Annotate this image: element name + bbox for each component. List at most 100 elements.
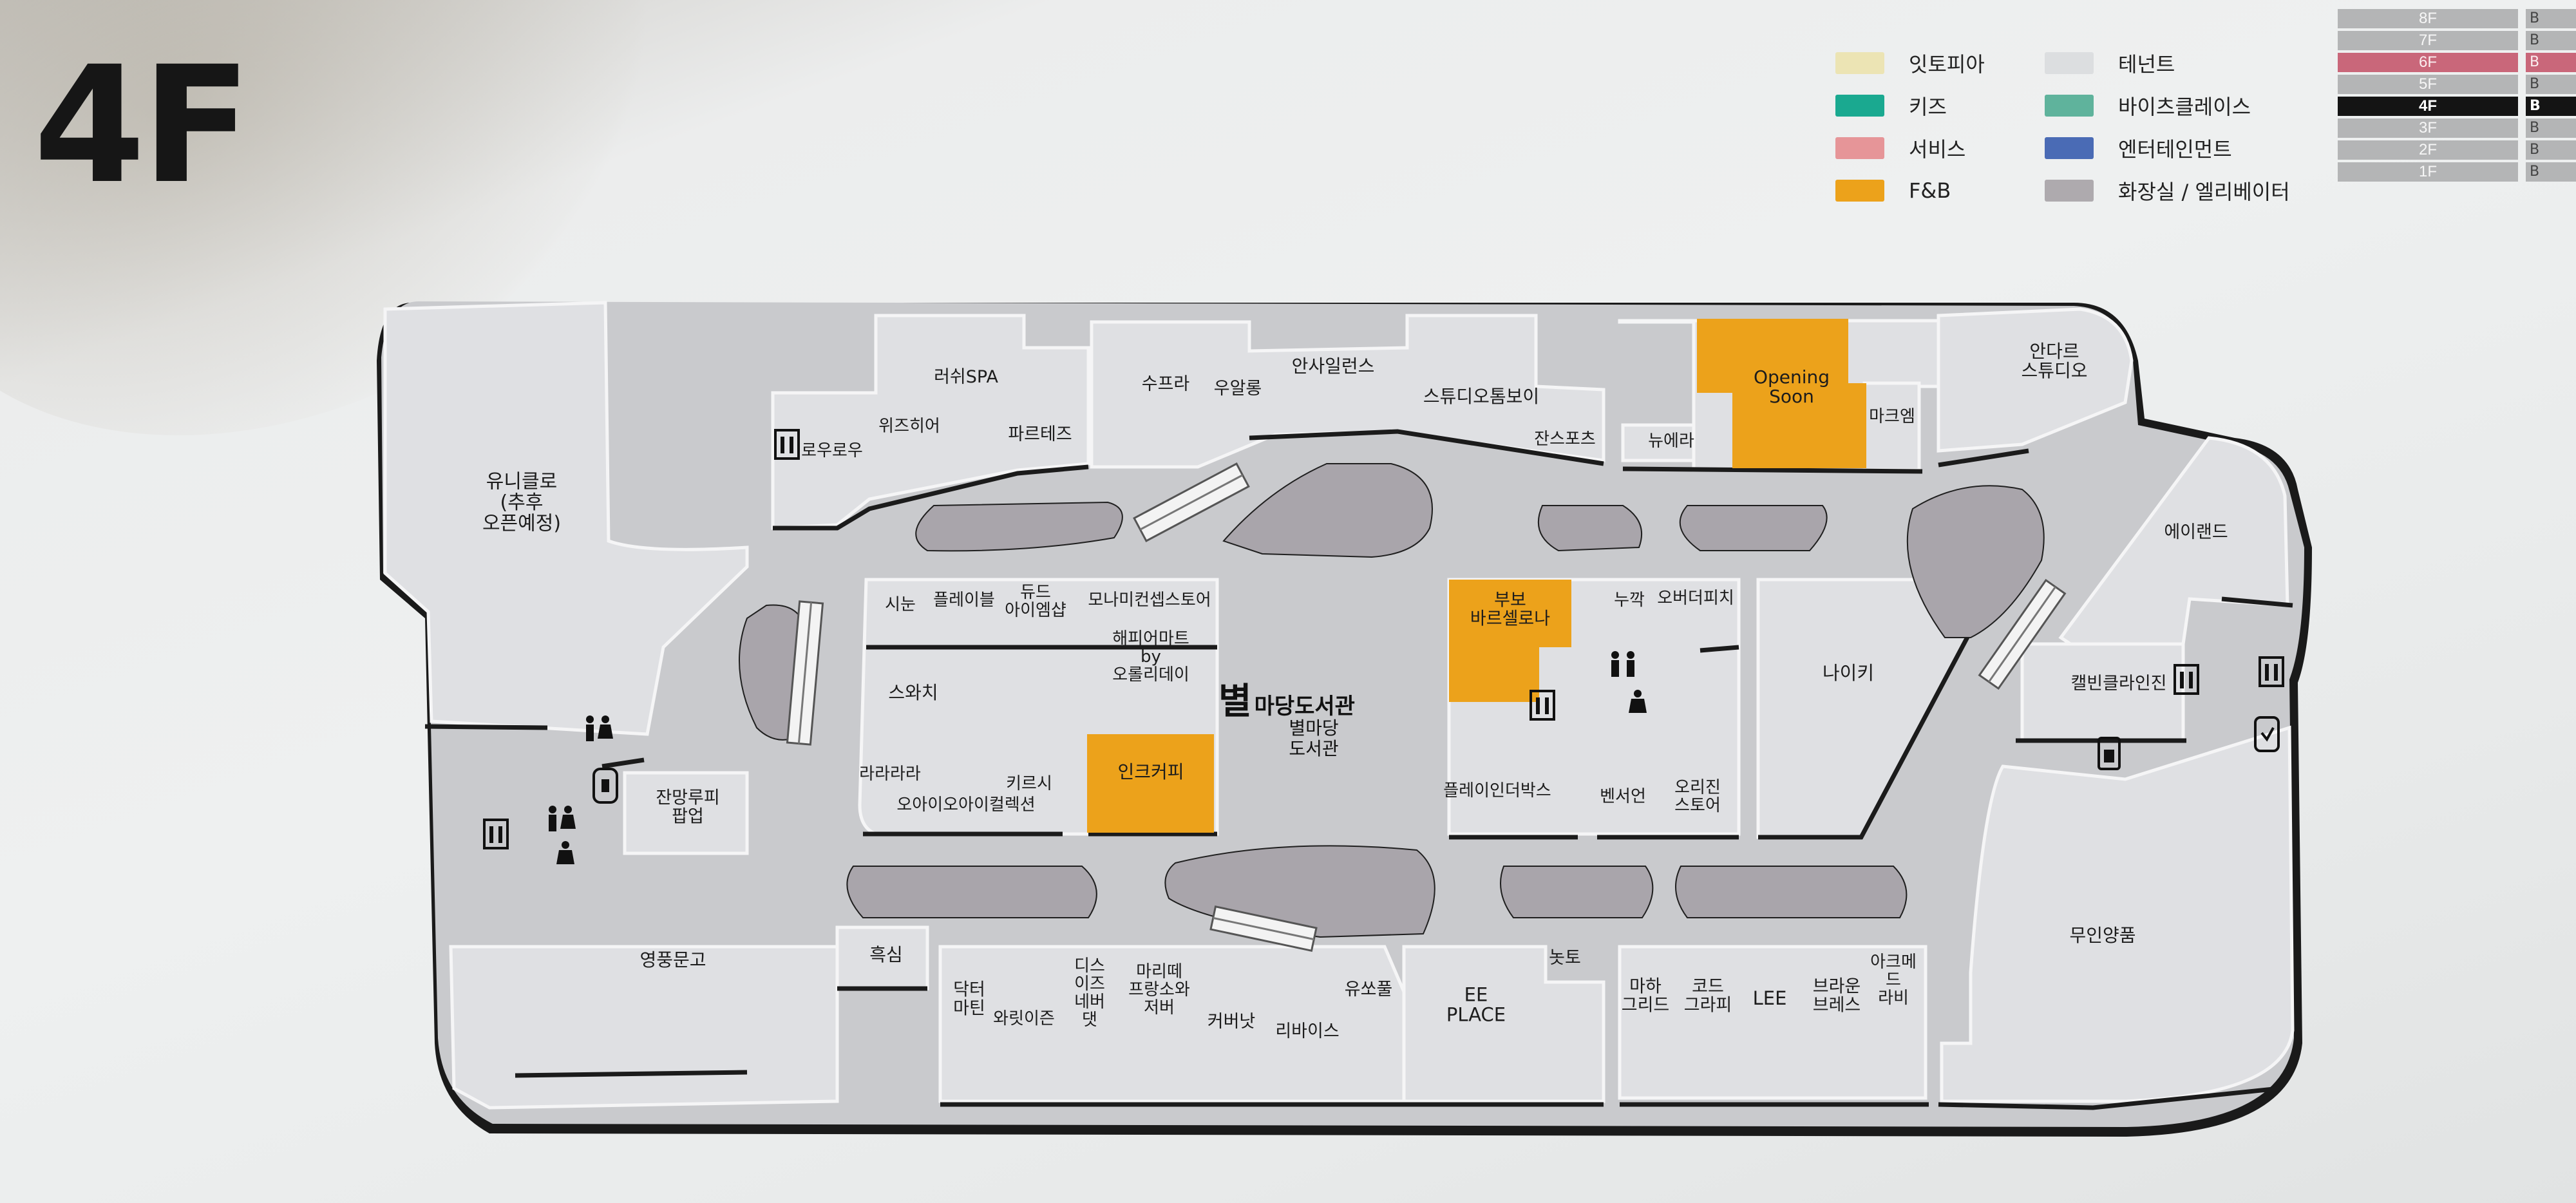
store-label-wizzhier[interactable]: 위즈히어 — [878, 417, 940, 436]
store-opening-soon[interactable] — [1697, 319, 1866, 468]
store-label-inkcoffee[interactable]: 인크커피 — [1117, 761, 1184, 782]
store-label-wacky[interactable]: 와릿이즌 — [993, 1009, 1055, 1028]
store-north-west-block[interactable] — [771, 314, 1090, 530]
store-label-line: 놋토 — [1549, 948, 1581, 968]
store-label-nukak[interactable]: 누깍 — [1614, 591, 1645, 610]
store-label-line: 마하 — [1629, 976, 1662, 996]
store-label-levis[interactable]: 리바이스 — [1275, 1021, 1339, 1041]
store-label-ussafool[interactable]: 유쏘풀 — [1345, 980, 1393, 999]
store-label-calvin[interactable]: 캘빈클라인진 — [2070, 674, 2166, 694]
store-label-overthepitch[interactable]: 오버더피치 — [1657, 589, 1734, 608]
floor-suffix: B — [2526, 53, 2576, 72]
floor-title: 4F — [33, 32, 252, 219]
store-label-markm[interactable]: 마크엠 — [1869, 407, 1915, 426]
legend-swatch — [2045, 180, 2094, 202]
store-label-kirsh[interactable]: 키르시 — [1006, 774, 1052, 793]
store-label-line: 무인양품 — [2069, 925, 2136, 946]
store-label-ansailance[interactable]: 안사일런스 — [1292, 355, 1375, 377]
store-label-eland[interactable]: 에이랜드 — [2164, 522, 2228, 542]
store-label-oioi[interactable]: 오아이오아이컬렉션 — [896, 795, 1035, 815]
store-label-line: 오아이오아이컬렉션 — [896, 795, 1035, 815]
store-label-supra[interactable]: 수프라 — [1142, 374, 1190, 394]
store-label-line: by — [1141, 647, 1161, 667]
store-label-line: 디스 — [1074, 956, 1105, 976]
legend-label: 키즈 — [1909, 95, 1947, 119]
store-label-line: 저버 — [1144, 998, 1175, 1018]
store-zanmang-block[interactable] — [623, 771, 749, 855]
store-label-line: 이즈 — [1074, 974, 1105, 994]
legend-item: 잇토피아 — [1835, 50, 1985, 77]
store-label-line: 네버 — [1074, 992, 1105, 1012]
store-label-shinnoon[interactable]: 시눈 — [885, 595, 916, 614]
store-label-nike[interactable]: 나이키 — [1823, 662, 1874, 684]
store-label-benseon[interactable]: 벤서언 — [1600, 787, 1646, 806]
store-uniqlo-block[interactable] — [383, 301, 749, 736]
legend-swatch — [1835, 52, 1884, 74]
store-label-lush[interactable]: 러쉬SPA — [934, 367, 998, 387]
store-eeplace-block[interactable] — [1402, 945, 1605, 1103]
store-label-monami[interactable]: 모나미컨셉스토어 — [1088, 591, 1211, 610]
store-label-swatch[interactable]: 스와치 — [888, 682, 938, 703]
store-label-lalala[interactable]: 라라라라 — [859, 764, 921, 784]
store-label-heuksim[interactable]: 흑심 — [869, 944, 903, 965]
legend-swatch — [2045, 52, 2094, 74]
store-label-rouro[interactable]: 로우로우 — [801, 441, 863, 460]
library-title-rest: 마당도서관 — [1255, 694, 1355, 719]
store-label-line: 안다르 — [2029, 341, 2079, 362]
store-north-mid-block[interactable] — [1090, 314, 1605, 469]
store-label-playple[interactable]: 플레이블 — [933, 591, 995, 610]
store-label-notto[interactable]: 놋토 — [1549, 948, 1581, 968]
store-label-ujeong[interactable]: 우알롱 — [1214, 379, 1262, 399]
store-label-coverknot[interactable]: 커버낫 — [1208, 1012, 1256, 1032]
store-label-studiotomboy[interactable]: 스튜디오톰보이 — [1423, 386, 1539, 407]
legend-label: 바이츠클레이스 — [2118, 95, 2251, 119]
store-markm-block[interactable] — [1862, 381, 1921, 472]
store-muji-block[interactable] — [1940, 725, 2295, 1103]
store-label-partes[interactable]: 파르테즈 — [1008, 424, 1072, 444]
store-label-line: 유니클로 — [486, 471, 557, 493]
elevator-icon — [2174, 664, 2199, 695]
store-south-east-row-block[interactable] — [1618, 945, 1927, 1100]
store-andar-block[interactable] — [1937, 307, 2134, 453]
store-label-line: Soon — [1769, 386, 1814, 407]
store-label-playinthebox[interactable]: 플레이인더박스 — [1443, 781, 1551, 800]
store-label-lee[interactable]: LEE — [1753, 987, 1787, 1009]
store-label-line: PLACE — [1446, 1004, 1506, 1026]
store-bubo[interactable] — [1449, 580, 1571, 702]
store-label-youngpoong[interactable]: 영풍문고 — [639, 949, 706, 971]
store-label-line: 라비 — [1878, 989, 1909, 1008]
store-label-zanspots[interactable]: 잔스포츠 — [1534, 430, 1596, 449]
store-label-muji[interactable]: 무인양품 — [2069, 925, 2136, 946]
store-south-west-block[interactable] — [449, 945, 839, 1110]
store-label-newera[interactable]: 뉴에라 — [1648, 431, 1694, 451]
store-label-line: 잔망루피 — [656, 788, 719, 808]
store-label-line: 벤서언 — [1600, 787, 1646, 806]
store-label-line: 파르테즈 — [1008, 424, 1072, 444]
escalator-north — [1133, 462, 1250, 542]
store-inkcoffee[interactable] — [1087, 734, 1214, 833]
